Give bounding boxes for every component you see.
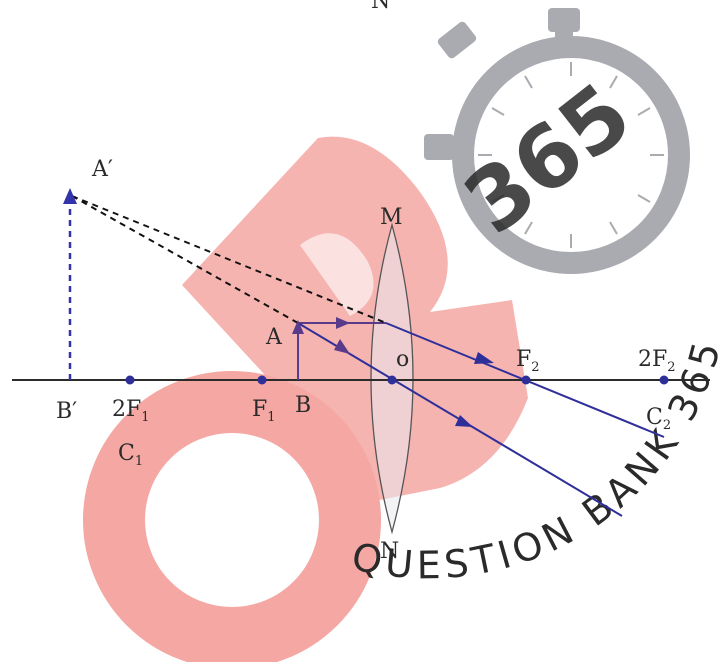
label-b-image: B′: [56, 399, 77, 424]
label-2f2: 2F2: [638, 347, 676, 375]
dashed-extension-1: [71, 195, 387, 324]
label-c2-main: C: [646, 405, 663, 430]
label-c1: C1: [118, 441, 143, 469]
point-f1: [257, 375, 267, 385]
label-2f1-sub: 1: [141, 410, 149, 425]
label-f1-sub: 1: [267, 410, 275, 425]
label-o: o: [396, 347, 409, 372]
virtual-ray-extensions: [71, 195, 387, 324]
point-f2: [521, 375, 531, 385]
stopwatch-icon: [424, 8, 690, 274]
axis-points: [125, 375, 669, 385]
label-2f2-sub: 2: [667, 360, 675, 375]
watermark: 365 QUESTION BANK 365: [83, 8, 722, 662]
label-c2-sub: 2: [663, 418, 671, 433]
label-f1-main: F: [252, 397, 267, 422]
virtual-image-arrowhead: [63, 188, 77, 204]
object-arrowhead: [292, 320, 304, 334]
label-top-n: N: [371, 0, 390, 14]
point-2f2: [659, 375, 669, 385]
arrow-head-3: [474, 352, 494, 364]
diagram-labels: N A′ M A o F2 2F2 B′ 2F1 F1 B C2 C1 N: [56, 0, 676, 564]
label-c2: C2: [646, 405, 671, 433]
watermark-q-ring: [83, 371, 381, 662]
label-2f1: 2F1: [112, 397, 150, 425]
label-c1-sub: 1: [135, 454, 143, 469]
point-optical-centre: [387, 375, 397, 385]
arrow-head-2: [334, 339, 350, 354]
label-c1-main: C: [118, 441, 135, 466]
arrow-head-1: [336, 317, 350, 329]
label-a: A: [265, 325, 283, 350]
ray-arrowheads: [334, 317, 494, 427]
label-n: N: [380, 539, 399, 564]
label-a-image: A′: [91, 157, 113, 182]
label-2f2-main: 2F: [638, 347, 667, 372]
point-2f1: [125, 375, 135, 385]
label-f1: F1: [252, 397, 276, 425]
arrow-head-4: [455, 415, 473, 427]
label-b: B: [295, 393, 311, 418]
label-f2-sub: 2: [531, 360, 539, 375]
watermark-b-cutout: [300, 233, 374, 316]
label-m: M: [380, 205, 403, 230]
label-f2-main: F: [516, 347, 531, 372]
label-f2: F2: [516, 347, 540, 375]
label-2f1-main: 2F: [112, 397, 141, 422]
